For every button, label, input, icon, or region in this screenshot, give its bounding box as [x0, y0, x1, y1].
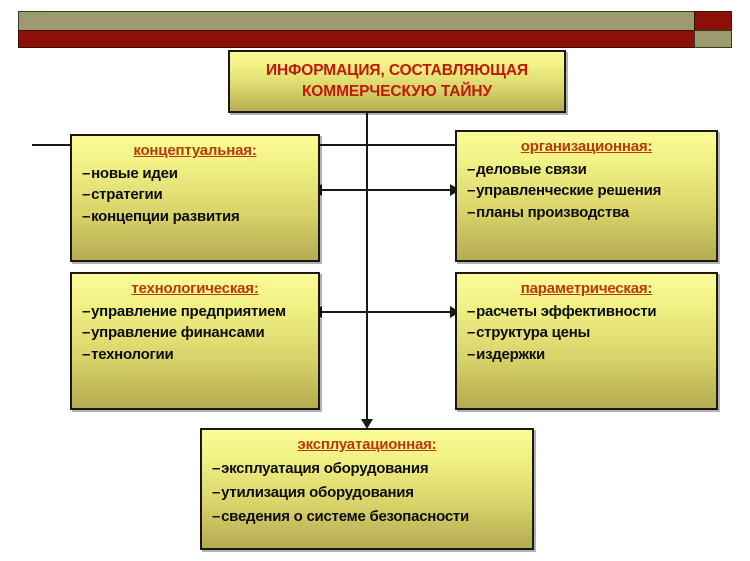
category-list-conceptual: –новые идеи –стратегии –концепции развит… — [82, 163, 308, 228]
list-item: –управление финансами — [82, 322, 308, 344]
list-item: –издержки — [467, 344, 706, 366]
list-item-label: управленческие решения — [476, 182, 662, 200]
page-title: ИНФОРМАЦИЯ, СОСТАВЛЯЮЩАЯ КОММЕРЧЕСКУЮ ТА… — [266, 61, 528, 103]
category-list-organizational: –деловые связи –управленческие решения –… — [467, 159, 706, 224]
list-item: –эксплуатация оборудования — [212, 457, 522, 481]
category-box-operational: эксплуатационная: –эксплуатация оборудов… — [200, 428, 534, 550]
list-item-label: утилизация оборудования — [221, 483, 414, 501]
header-bar-top-olive — [18, 11, 695, 31]
list-item: –деловые связи — [467, 159, 706, 181]
list-item: –сведения о системе безопасности — [212, 505, 522, 529]
category-box-technological: технологическая: –управление предприятие… — [70, 272, 320, 410]
bullet-dash-icon: – — [82, 302, 91, 320]
category-heading-conceptual: концептуальная: — [133, 142, 257, 159]
category-list-parametric: –расчеты эффективности –структура цены –… — [467, 301, 706, 366]
list-item-label: структура цены — [476, 324, 591, 342]
page-title-line-1: ИНФОРМАЦИЯ, СОСТАВЛЯЮЩАЯ — [266, 61, 528, 79]
page-title-line-2: КОММЕРЧЕСКУЮ ТАЙНУ — [301, 82, 493, 100]
list-item-label: новые идеи — [91, 164, 178, 182]
bullet-dash-icon: – — [82, 207, 91, 225]
bullet-dash-icon: – — [82, 186, 91, 204]
bullet-dash-icon: – — [212, 459, 221, 477]
bullet-dash-icon: – — [212, 483, 221, 501]
header-accent-block-top-red — [694, 11, 732, 31]
bullet-dash-icon: – — [467, 324, 476, 342]
header-accent-block-bottom-olive — [694, 30, 732, 48]
list-item: –новые идеи — [82, 163, 308, 185]
bullet-dash-icon: – — [467, 345, 476, 363]
list-item: –структура цены — [467, 322, 706, 344]
category-list-technological: –управление предприятием –управление фин… — [82, 301, 308, 366]
bullet-dash-icon: – — [467, 302, 476, 320]
header-bar-bottom-red — [18, 30, 695, 48]
list-item-label: технологии — [91, 345, 174, 363]
bullet-dash-icon: – — [82, 164, 91, 182]
list-item: –управленческие решения — [467, 180, 706, 202]
list-item-label: стратегии — [91, 186, 163, 204]
bullet-dash-icon: – — [467, 203, 476, 221]
list-item-label: сведения о системе безопасности — [221, 507, 469, 525]
list-item: –планы производства — [467, 202, 706, 224]
list-item-label: деловые связи — [476, 160, 587, 178]
connector-row1-horizontal — [318, 189, 458, 191]
list-item-label: планы производства — [476, 203, 629, 221]
category-box-conceptual: концептуальная: –новые идеи –стратегии –… — [70, 134, 320, 262]
bullet-dash-icon: – — [467, 182, 476, 200]
list-item-label: управление предприятием — [91, 302, 286, 320]
bullet-dash-icon: – — [82, 345, 91, 363]
category-list-operational: –эксплуатация оборудования –утилизация о… — [212, 457, 522, 529]
list-item: –управление предприятием — [82, 301, 308, 323]
main-title-box: ИНФОРМАЦИЯ, СОСТАВЛЯЮЩАЯ КОММЕРЧЕСКУЮ ТА… — [228, 50, 566, 113]
bullet-dash-icon: – — [467, 160, 476, 178]
bullet-dash-icon: – — [212, 507, 221, 525]
connector-arrow-down-to-operational — [361, 419, 373, 429]
connector-vertical-trunk — [366, 113, 368, 425]
connector-row2-horizontal — [318, 311, 458, 313]
category-heading-operational: эксплуатационная: — [297, 436, 437, 453]
category-heading-organizational: организационная: — [520, 138, 653, 155]
category-heading-parametric: параметрическая: — [520, 280, 653, 297]
bullet-dash-icon: – — [82, 324, 91, 342]
list-item: –утилизация оборудования — [212, 481, 522, 505]
list-item-label: расчеты эффективности — [476, 302, 657, 320]
list-item-label: концепции развития — [91, 207, 240, 225]
category-box-parametric: параметрическая: –расчеты эффективности … — [455, 272, 718, 410]
category-box-organizational: организационная: –деловые связи –управле… — [455, 130, 718, 262]
category-heading-technological: технологическая: — [131, 280, 259, 297]
list-item-label: эксплуатация оборудования — [221, 459, 429, 477]
list-item: –расчеты эффективности — [467, 301, 706, 323]
list-item-label: управление финансами — [91, 324, 265, 342]
list-item-label: издержки — [476, 345, 545, 363]
list-item: –концепции развития — [82, 206, 308, 228]
list-item: –технологии — [82, 344, 308, 366]
list-item: –стратегии — [82, 184, 308, 206]
